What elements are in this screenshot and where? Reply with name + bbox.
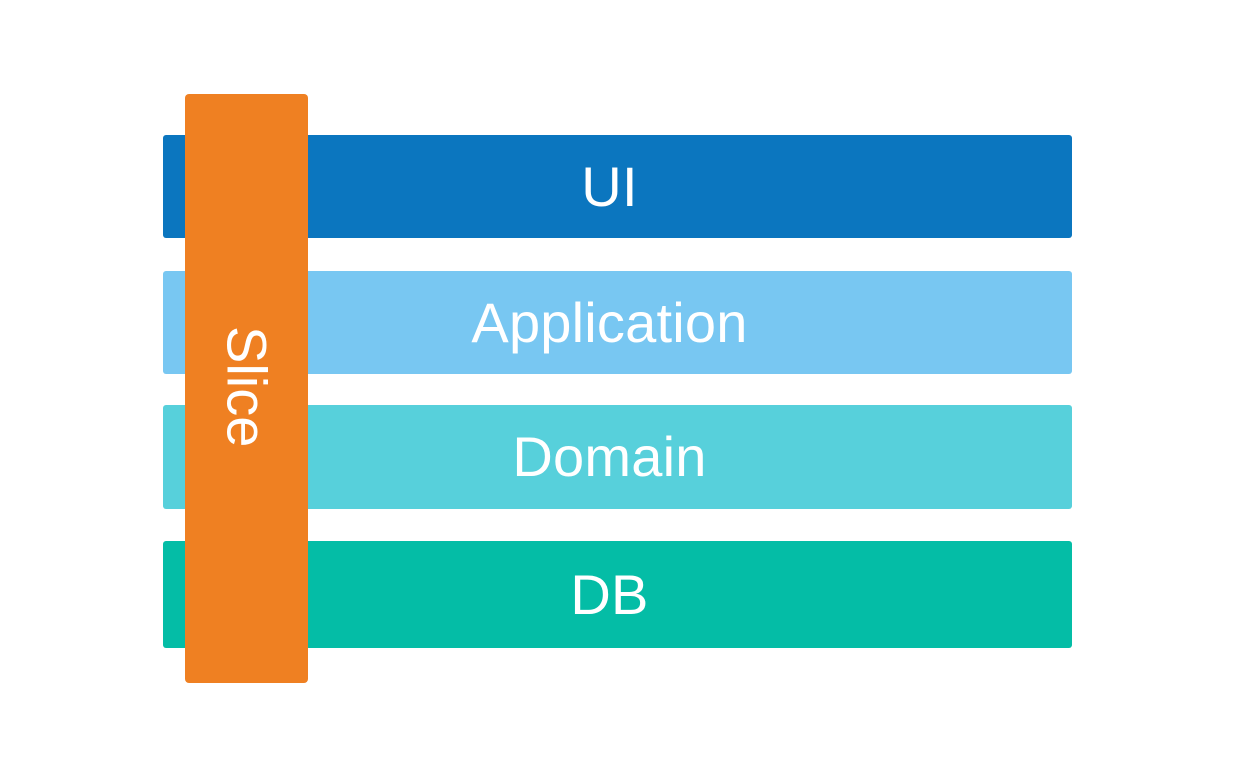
layer-label-application: Application (471, 290, 748, 354)
layer-label-ui: UI (581, 154, 638, 218)
layer-bar-domain: Domain (163, 405, 1072, 509)
vertical-slice-bar: Slice (185, 94, 308, 683)
layer-bar-ui: UI (163, 135, 1072, 238)
layer-label-domain: Domain (512, 425, 707, 488)
layer-bar-db: DB (163, 541, 1072, 648)
layer-bar-application: Application (163, 271, 1072, 374)
layer-label-db: DB (570, 562, 649, 626)
slice-label: Slice (215, 325, 279, 448)
